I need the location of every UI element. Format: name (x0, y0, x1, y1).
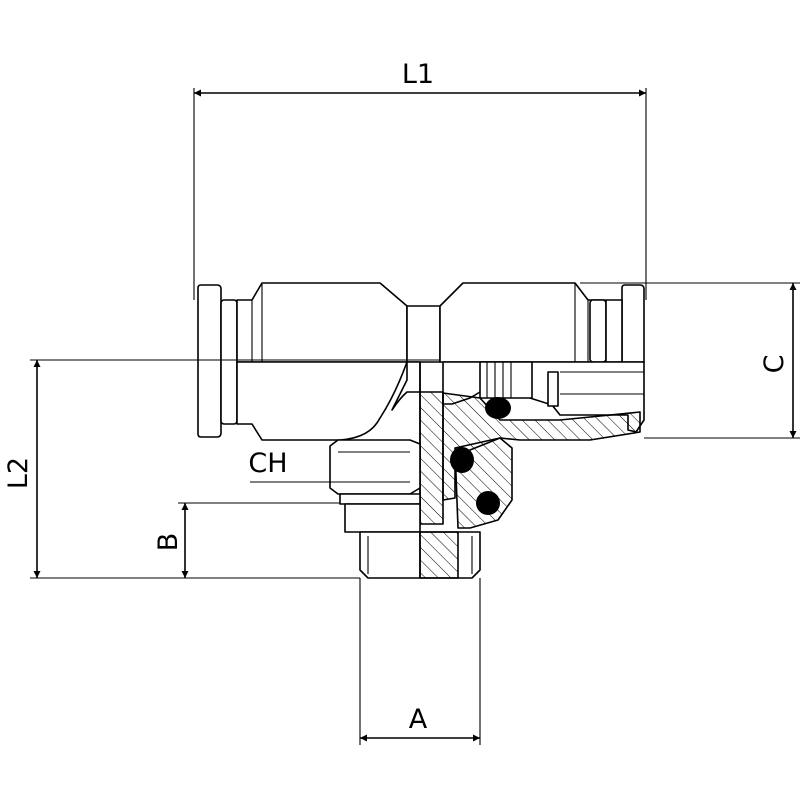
o-ring-middle (450, 447, 474, 473)
hex-and-thread (329, 439, 481, 579)
right-collet-sleeve (589, 299, 607, 363)
fitting-body (197, 282, 645, 441)
right-collet-flange (621, 284, 645, 363)
centre-neck (406, 305, 441, 363)
label-l1: L1 (402, 59, 434, 90)
label-l2: L2 (3, 457, 34, 489)
o-ring-upper (485, 397, 511, 419)
dimension-arrows (33, 89, 797, 742)
hex-nut (329, 439, 421, 495)
left-tube-lower (236, 361, 408, 441)
cut-section (391, 361, 645, 529)
right-tube-body (439, 282, 606, 363)
label-ch: CH (248, 448, 287, 479)
label-a: A (409, 704, 428, 735)
extension-lines (30, 88, 800, 745)
label-b: B (153, 533, 184, 552)
label-c: C (759, 355, 790, 374)
left-collet-sleeve (220, 299, 238, 425)
o-ring-lower (476, 491, 500, 515)
left-collet-flange (197, 284, 222, 438)
